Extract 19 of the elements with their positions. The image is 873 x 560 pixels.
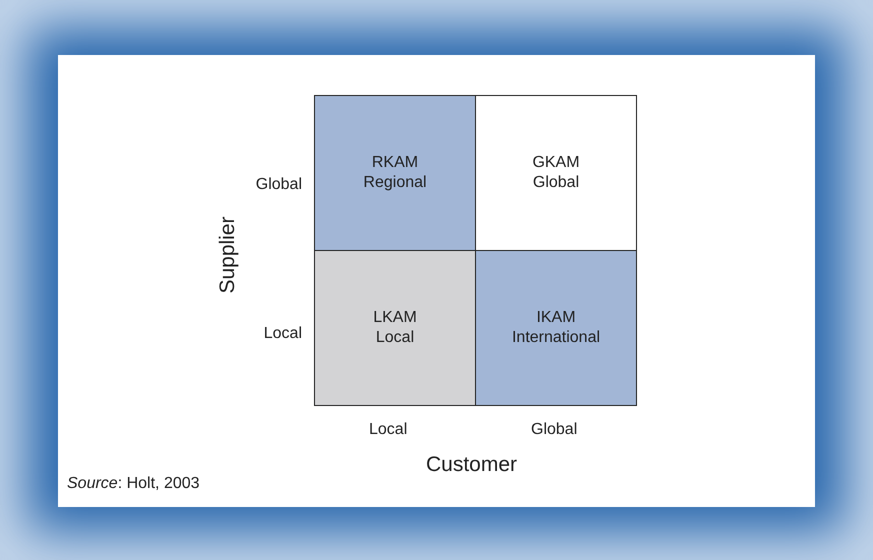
quadrant-title: RKAM — [372, 153, 418, 173]
matrix-quadrant — [314, 250, 476, 406]
axis-label: Global — [531, 421, 578, 439]
quadrant-subtitle: Global — [532, 173, 580, 193]
axis-title: Customer — [426, 453, 518, 477]
quadrant-title: LKAM — [373, 308, 417, 328]
matrix-quadrant — [475, 250, 637, 406]
quadrant-subtitle: International — [512, 328, 600, 348]
matrix-quadrant — [475, 95, 637, 251]
source-note: Source: Holt, 2003 — [67, 475, 200, 493]
axis-label: Global — [256, 176, 302, 194]
quadrant-title: IKAM — [536, 308, 576, 328]
quadrant-subtitle: Regional — [363, 173, 427, 193]
quadrant-subtitle: Local — [376, 328, 414, 348]
matrix-quadrant — [314, 95, 476, 251]
axis-label: Local — [369, 421, 408, 439]
axis-label: Local — [264, 325, 302, 343]
axis-title: Supplier — [216, 216, 240, 294]
quadrant-title: GKAM — [532, 153, 580, 173]
